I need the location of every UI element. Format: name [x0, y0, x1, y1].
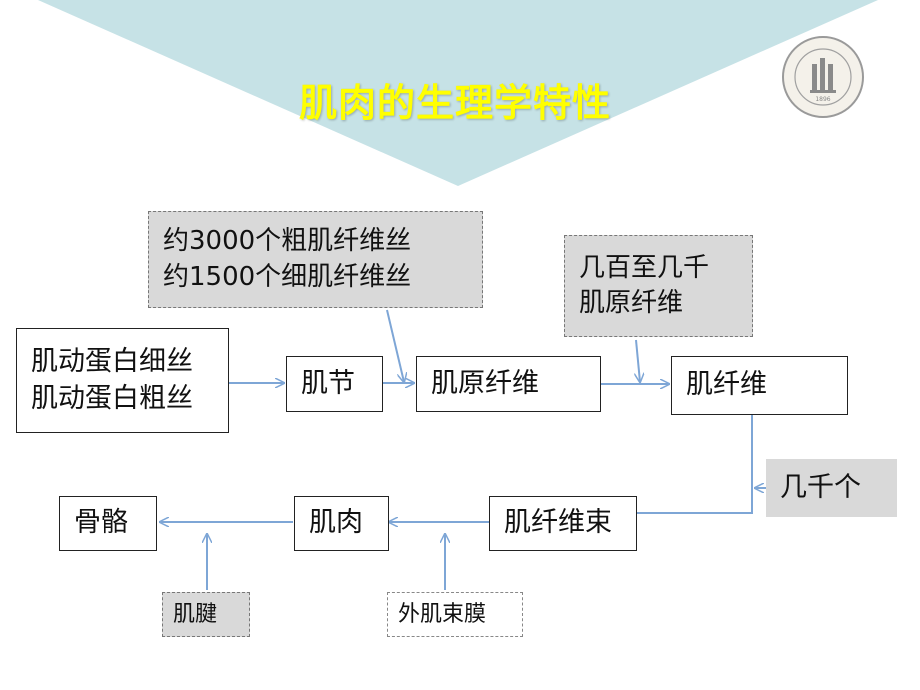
box-muscle-fiber: 肌纤维: [671, 356, 848, 415]
slide-title: 肌肉的生理学特性: [298, 81, 611, 125]
box-label: 肌纤维束: [504, 507, 612, 539]
arrow-filament-note: [386, 309, 404, 382]
note-line: 肌原纤维: [579, 288, 684, 318]
box-label: 肌节: [301, 367, 355, 399]
box-line: 肌动蛋白细丝: [31, 346, 193, 378]
box-line: 肌动蛋白粗丝: [31, 382, 193, 414]
note-line: 几百至几千: [579, 252, 710, 283]
note-line: 约1500个细肌纤维丝: [163, 261, 412, 292]
note-myofibril-count: 几百至几千 肌原纤维: [564, 235, 753, 337]
note-line: 约3000个粗肌纤维丝: [163, 226, 412, 257]
title-banner: [38, 0, 878, 186]
note-label: 外肌束膜: [398, 601, 487, 627]
box-sarcomere: 肌节: [286, 356, 383, 412]
note-fiber-count: 几千个: [766, 459, 897, 517]
box-myofibril: 肌原纤维: [416, 356, 601, 412]
box-bone: 骨骼: [59, 496, 157, 551]
university-seal-icon: 1896: [782, 36, 864, 118]
seal-year: 1896: [815, 96, 830, 103]
box-label: 肌纤维: [686, 369, 767, 401]
box-filaments: 肌动蛋白细丝 肌动蛋白粗丝: [16, 328, 229, 433]
arrow-myofibril-note: [636, 339, 640, 382]
arrow-fiber-to-fascicle: [637, 415, 753, 514]
note-tendon: 肌腱: [162, 592, 250, 637]
box-label: 肌原纤维: [431, 367, 539, 399]
box-fascicle: 肌纤维束: [489, 496, 637, 551]
box-label: 肌肉: [309, 507, 363, 539]
note-epimysium: 外肌束膜: [387, 592, 523, 637]
box-label: 骨骼: [74, 507, 128, 539]
note-label: 几千个: [780, 471, 861, 503]
box-muscle: 肌肉: [294, 496, 389, 551]
note-filament-count: 约3000个粗肌纤维丝 约1500个细肌纤维丝: [148, 211, 483, 308]
note-label: 肌腱: [173, 601, 218, 627]
